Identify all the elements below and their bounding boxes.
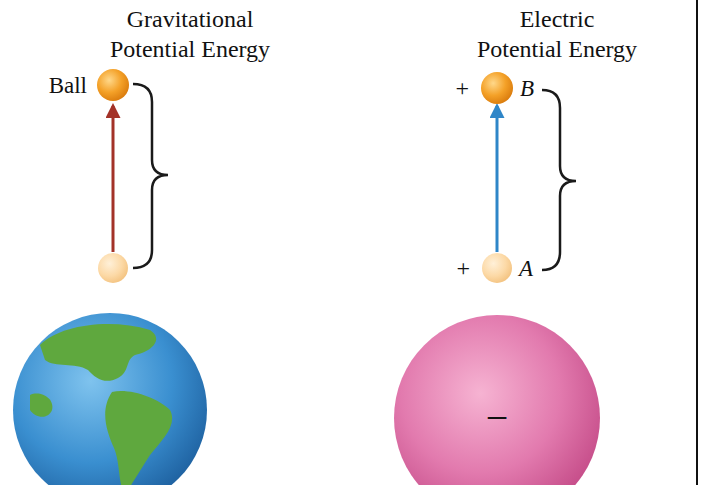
panel-heading: Electric Potential Energy <box>457 4 657 64</box>
continent <box>40 324 156 381</box>
charged-ball: +B <box>481 72 513 104</box>
bracket <box>542 90 576 270</box>
charged-ball-shape <box>481 72 513 104</box>
point-label: B <box>520 77 534 100</box>
earth-land <box>30 324 172 485</box>
ball-start <box>98 253 128 283</box>
continent <box>30 393 52 416</box>
charged-ball-outline <box>482 253 512 283</box>
charged-sphere-outline <box>394 315 600 485</box>
frame-line <box>696 0 698 485</box>
ball: Ball <box>97 69 129 101</box>
object-label: Ball <box>49 74 87 97</box>
charged-ball-outline <box>481 72 513 104</box>
charge-sign: + <box>455 76 469 100</box>
earth-globe <box>13 313 207 485</box>
charge-sign: − <box>486 398 509 438</box>
lift-arrow <box>112 106 115 252</box>
ball-shape <box>97 69 129 101</box>
charged-ball: +A <box>482 253 512 283</box>
ball-outline <box>97 69 129 101</box>
charged-ball-shape <box>482 253 512 283</box>
point-label: A <box>519 257 533 280</box>
continent <box>105 391 172 485</box>
charged-sphere: − <box>394 315 600 485</box>
charge-sign: + <box>456 256 470 280</box>
panel-heading: Gravitational Potential Energy <box>90 4 290 64</box>
motion-arrow <box>496 106 499 252</box>
bracket <box>133 84 168 268</box>
